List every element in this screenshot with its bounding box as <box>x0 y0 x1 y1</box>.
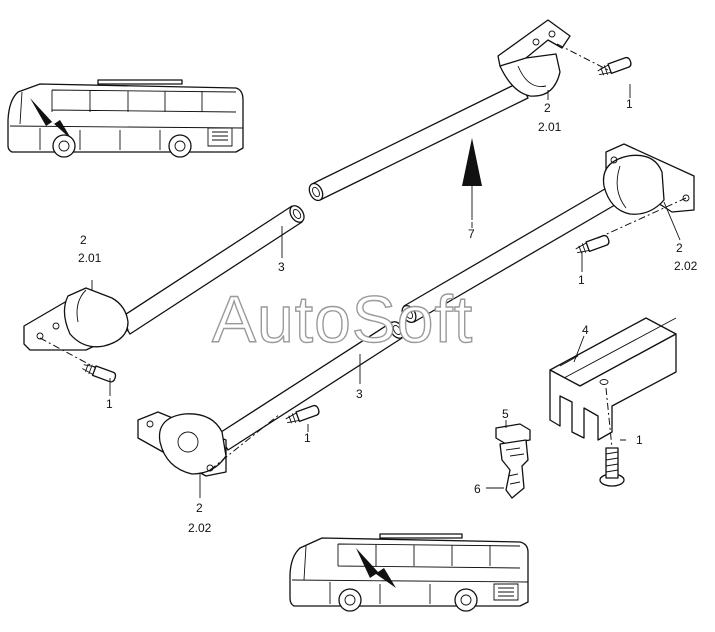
label-2-01-top: 2.01 <box>538 120 562 134</box>
label-3-middle-tube: 3 <box>356 387 363 401</box>
screw-icon <box>82 364 117 383</box>
label-1-middle-screw: 1 <box>304 431 311 445</box>
left-tube-assembly <box>23 205 305 351</box>
label-2-bottom: 2 <box>196 501 203 515</box>
label-5-clip: 5 <box>502 407 509 421</box>
middle-tube-assembly <box>137 321 405 477</box>
bus-locator-bottom-icon <box>289 533 529 612</box>
upper-tube-assembly <box>308 19 571 202</box>
bus-locator-top-icon <box>7 79 244 158</box>
label-7-arrow: 7 <box>468 227 475 241</box>
label-2-02-bottom: 2.02 <box>188 521 212 535</box>
label-1-left-screw: 1 <box>106 397 113 411</box>
watermark: AutoSoft <box>212 282 473 356</box>
right-tube-assembly <box>401 143 695 324</box>
label-1-rail-screw: 1 <box>636 433 643 447</box>
label-1-top-screw: 1 <box>626 97 633 111</box>
clip-part <box>495 423 531 499</box>
rail-part <box>549 317 677 441</box>
label-4-rail: 4 <box>582 323 589 337</box>
screw-icon <box>599 447 625 487</box>
screw-icon <box>285 404 320 424</box>
label-2-01-left: 2.01 <box>78 251 102 265</box>
label-3-upper-tube: 3 <box>278 260 285 274</box>
label-2-left: 2 <box>80 233 87 247</box>
label-6-clip: 6 <box>474 482 481 496</box>
label-2-02-right: 2.02 <box>674 259 698 273</box>
arrow-up-icon <box>462 138 482 220</box>
screw-icon <box>575 234 610 254</box>
label-2-right: 2 <box>676 241 683 255</box>
label-1-right-screw: 1 <box>578 273 585 287</box>
label-2-top: 2 <box>544 101 551 115</box>
